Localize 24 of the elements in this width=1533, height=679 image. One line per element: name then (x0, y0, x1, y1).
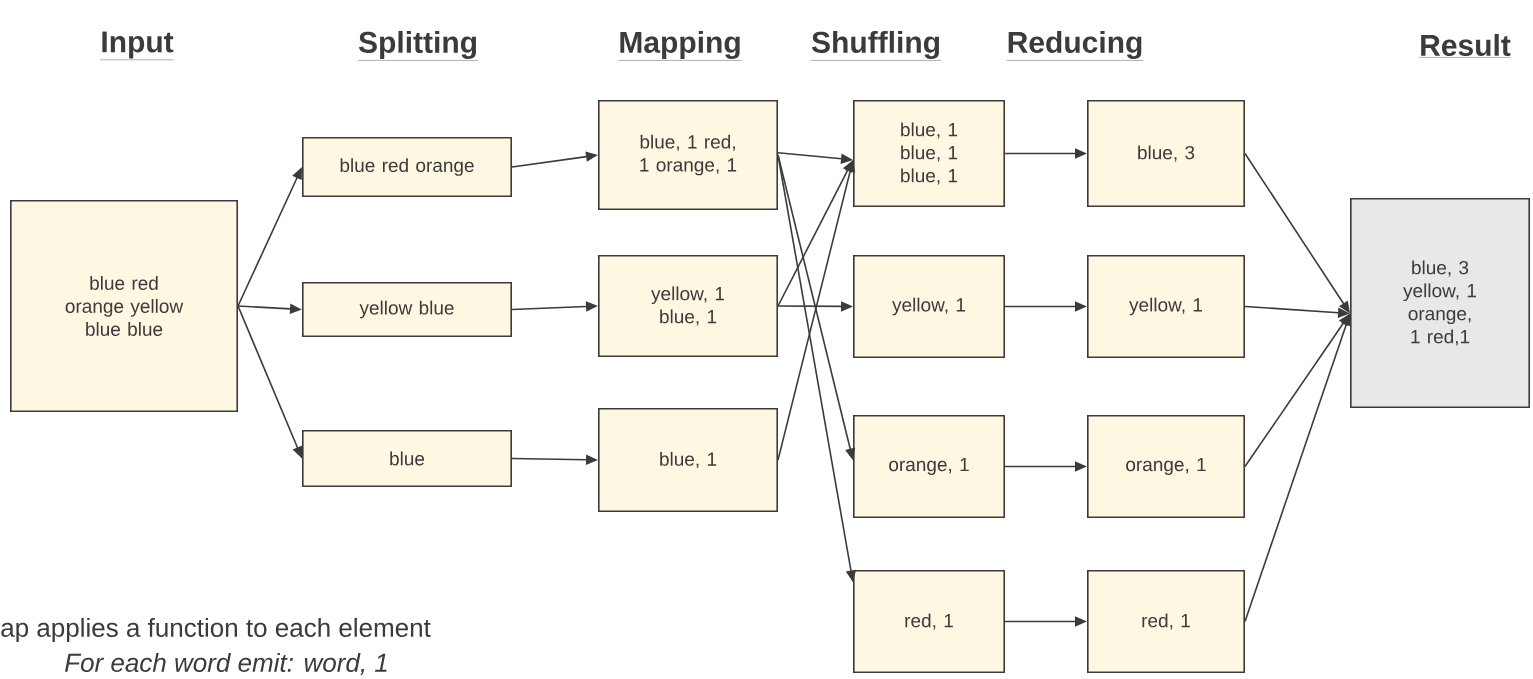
column-heading: Input (100, 31, 174, 61)
process-box: yellow, 1 blue, 1 (598, 255, 778, 357)
note-text: For each word emit: word, 1 (65, 652, 387, 676)
process-box: orange, 1 (1087, 415, 1245, 518)
process-box: yellow, 1 (1087, 255, 1245, 358)
process-box: blue red orange (302, 137, 512, 197)
process-box: blue (302, 430, 512, 487)
process-box: blue, 3 (1087, 100, 1245, 207)
process-box: orange, 1 (853, 415, 1005, 518)
process-box: blue, 1 (598, 408, 778, 512)
column-heading: Mapping (618, 30, 742, 61)
note-text: ap applies a function to each element (1, 617, 431, 643)
column-heading: Result (1418, 34, 1512, 58)
process-box: blue, 3 yellow, 1 orange, 1 red,1 (1350, 198, 1530, 408)
process-box: yellow blue (302, 282, 512, 337)
process-box: red, 1 (853, 570, 1005, 673)
column-heading: Reducing (1006, 30, 1144, 61)
process-box: red, 1 (1087, 570, 1245, 673)
process-box: blue red orange yellow blue blue (10, 200, 238, 412)
column-heading: Splitting (357, 30, 479, 61)
process-box: yellow, 1 (853, 255, 1005, 358)
process-box: blue, 1 blue, 1 blue, 1 (853, 100, 1005, 207)
process-box: blue, 1 red, 1 orange, 1 (598, 100, 778, 210)
column-heading: Shuffling (810, 30, 942, 61)
